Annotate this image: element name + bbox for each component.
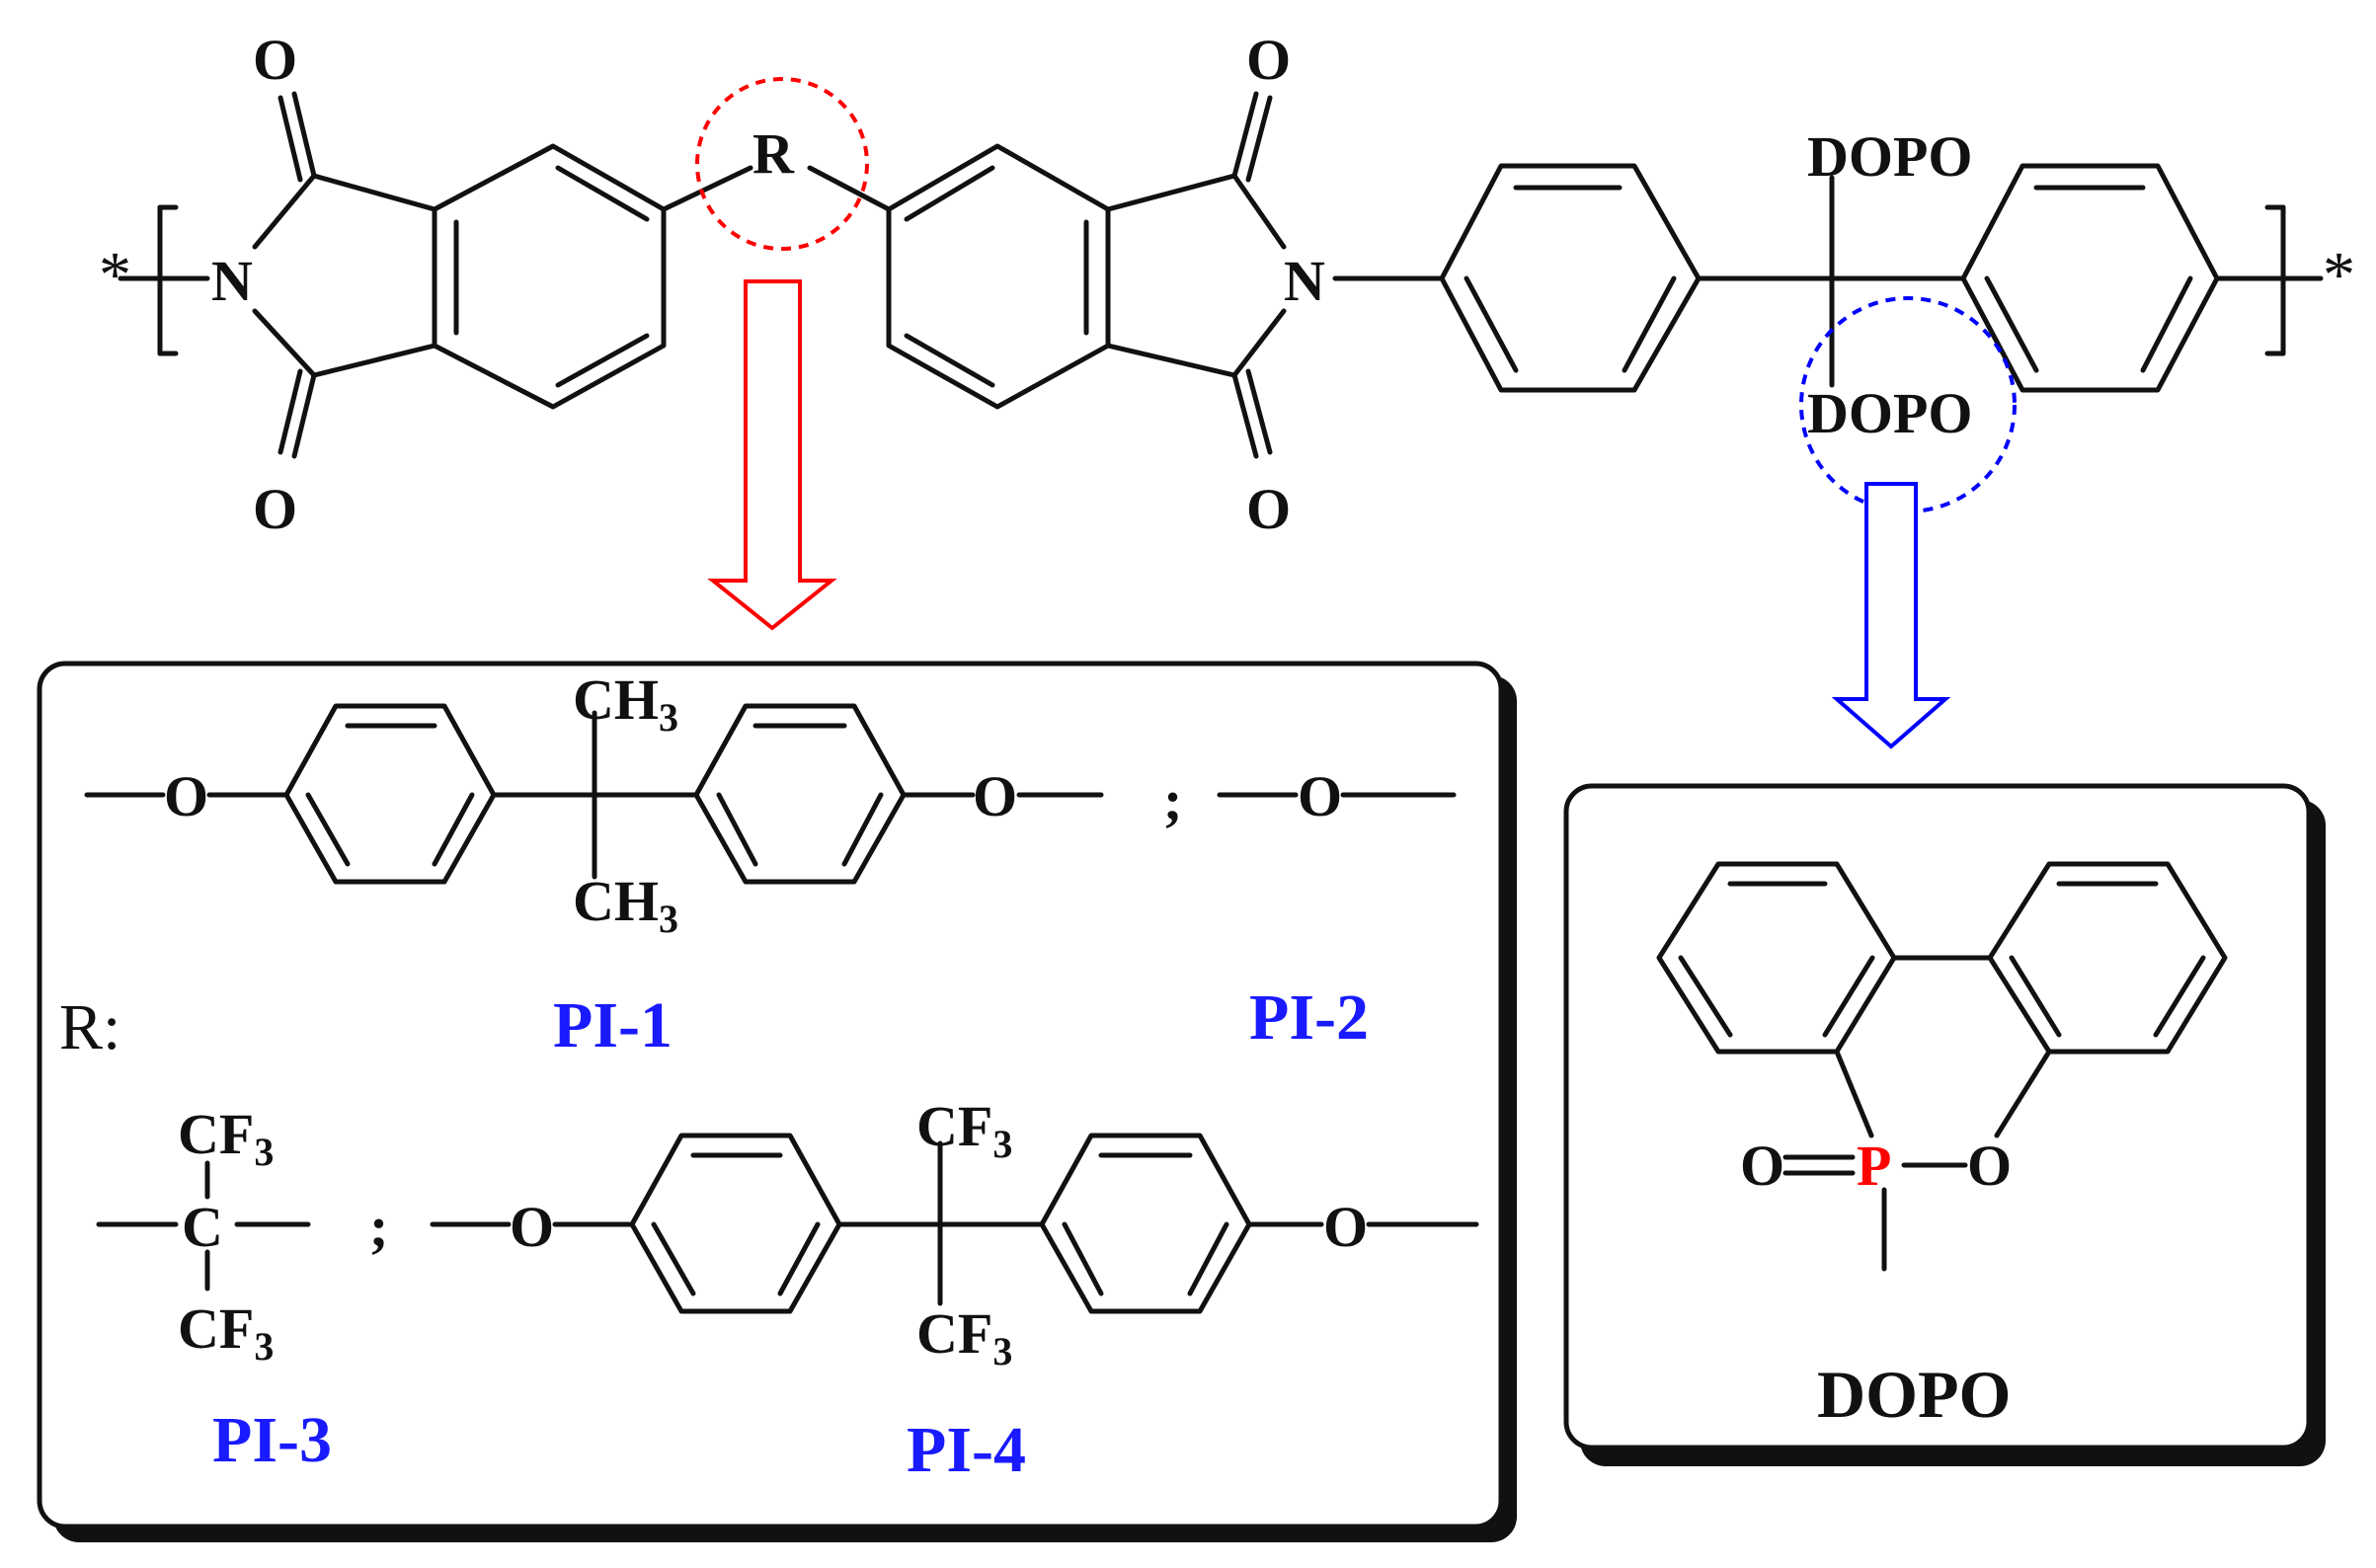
- carbonyl-o-1: O: [253, 28, 297, 92]
- dopo-o-double: O: [1740, 1134, 1784, 1198]
- pi3-label: PI-3: [212, 1404, 332, 1476]
- pi2-label: PI-2: [1249, 981, 1369, 1054]
- imide-n-left: N: [211, 249, 253, 313]
- right-end-star: *: [2323, 239, 2355, 311]
- pi3-cf3-bottom: CF3: [178, 1296, 274, 1369]
- pi3-c: C: [182, 1195, 223, 1259]
- pi4-o-left: O: [510, 1195, 554, 1259]
- dopo-box: O P O DOPO: [1563, 783, 2326, 1466]
- dopo-substituent-top: DOPO: [1807, 124, 1973, 189]
- pi1-structure: O CH3 CH3 O: [84, 667, 1104, 941]
- polymer-backbone: * N O O R: [99, 28, 2355, 541]
- blue-down-arrow: [1831, 482, 1951, 749]
- pi4-o-right: O: [1323, 1195, 1368, 1259]
- pi1-ch3-bottom: CH3: [573, 869, 678, 941]
- dopo-title: DOPO: [1817, 1357, 2011, 1432]
- pi1-ch3-top: CH3: [573, 667, 678, 740]
- pi4-structure: O CF3 CF3 O: [430, 1094, 1479, 1373]
- pi1-o-left: O: [164, 764, 208, 828]
- dopo-o-ring: O: [1967, 1134, 2012, 1198]
- r-group-label: R: [752, 121, 795, 186]
- red-down-arrow: [707, 279, 837, 631]
- pi2-structure: O: [1217, 764, 1457, 828]
- carbonyl-o-3: O: [1246, 28, 1291, 92]
- pi4-label: PI-4: [907, 1414, 1026, 1486]
- pi4-cf3-top: CF3: [916, 1094, 1012, 1166]
- pi3-structure: CF3 C CF3: [96, 1102, 311, 1369]
- pi1-o-right: O: [973, 764, 1017, 828]
- imide-n-right: N: [1284, 249, 1325, 313]
- r-colon-label: R:: [59, 991, 120, 1063]
- dopo-substituent-bottom: DOPO: [1807, 381, 1973, 445]
- left-end-star: *: [99, 239, 131, 311]
- pi1-label: PI-1: [553, 989, 673, 1061]
- dopo-phosphorus: P: [1857, 1134, 1891, 1198]
- pi3-cf3-top: CF3: [178, 1102, 274, 1174]
- carbonyl-o-2: O: [253, 477, 297, 541]
- semicolon-1: ;: [1163, 768, 1182, 832]
- r-groups-box: O CH3 CH3 O ; O R: PI-1 PI-2: [37, 661, 1517, 1542]
- pi2-o: O: [1298, 764, 1342, 828]
- semicolon-2: ;: [369, 1195, 388, 1259]
- carbonyl-o-4: O: [1246, 477, 1291, 541]
- r-highlight-circle: [695, 77, 869, 251]
- pi4-cf3-bottom: CF3: [916, 1301, 1012, 1373]
